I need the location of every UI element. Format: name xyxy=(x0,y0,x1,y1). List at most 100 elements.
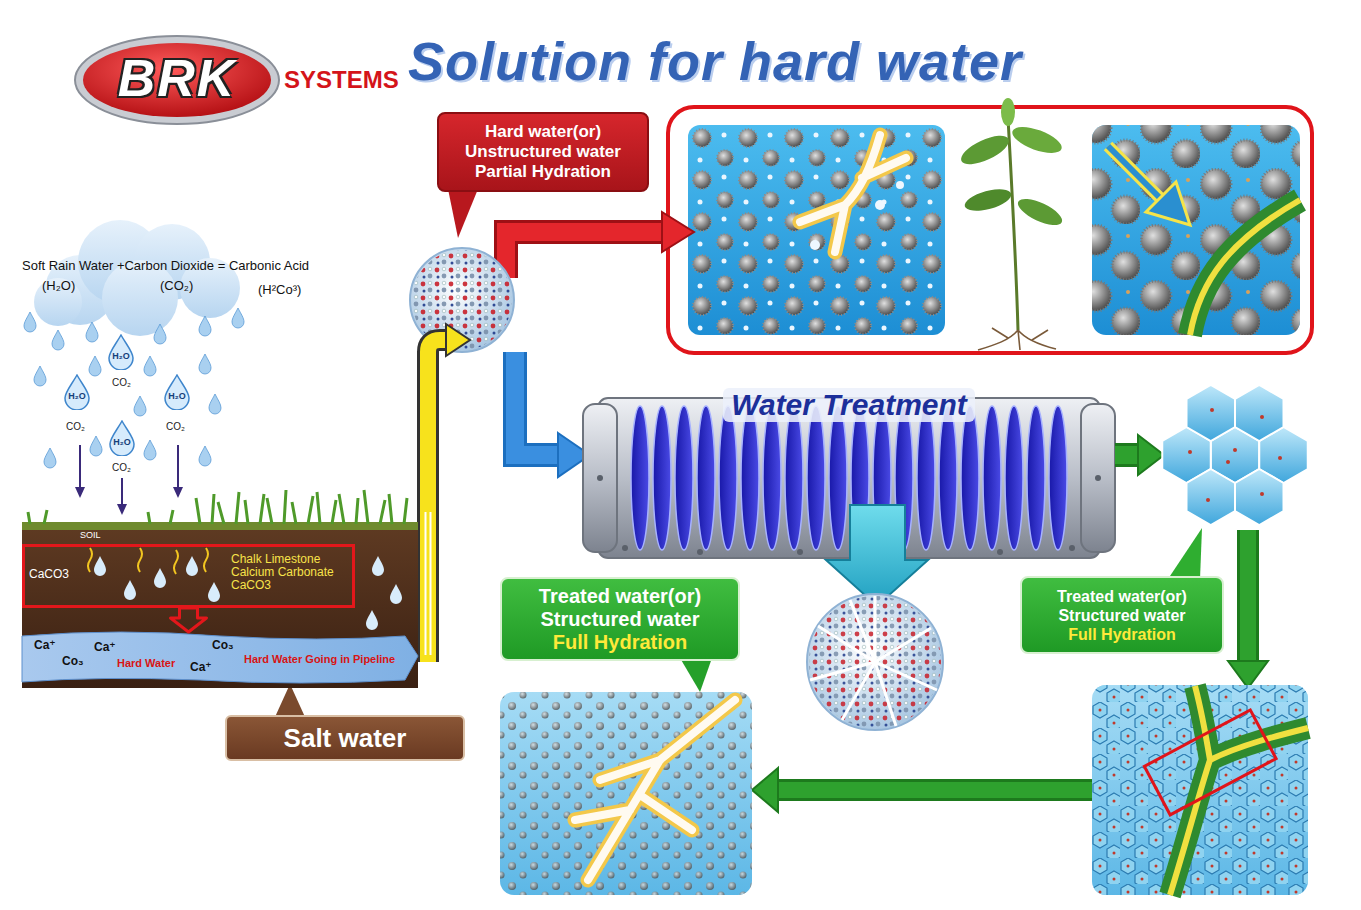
structured-molecule xyxy=(809,596,941,728)
hexagon-dots xyxy=(1210,408,1214,412)
bottom-right-panel xyxy=(1092,685,1308,895)
soil xyxy=(154,568,166,588)
pipeline-stream: Ca⁺Co₃Ca⁺Hard WaterCa⁺Co₃Hard Water Goin… xyxy=(22,632,418,680)
soil xyxy=(22,528,418,688)
node-text: CaCO3 xyxy=(29,567,69,581)
treatment-device xyxy=(741,406,759,550)
down-arrows xyxy=(117,504,127,515)
top-panel xyxy=(688,125,945,335)
logo-badge xyxy=(75,36,279,124)
treatment-device xyxy=(1027,406,1045,550)
soil xyxy=(22,490,418,688)
node-text: BRK xyxy=(78,48,276,108)
node-text: (H₂O) xyxy=(42,278,75,293)
node-text: (CO₂) xyxy=(160,278,193,293)
structured-molecule xyxy=(807,594,943,730)
drop-outline xyxy=(165,375,189,410)
hexagon-cluster xyxy=(1187,385,1236,441)
bottom-left-panel xyxy=(500,692,752,895)
top-panel xyxy=(668,98,1312,353)
node-text: Treated water(or) Structured water xyxy=(510,585,730,631)
red-arrow xyxy=(506,232,665,278)
callout-tails xyxy=(680,658,712,692)
soil xyxy=(28,490,407,524)
top-panel xyxy=(957,130,1013,170)
soil xyxy=(366,610,378,630)
down-arrows xyxy=(79,445,81,488)
hexagon-dots xyxy=(1188,408,1282,502)
limestone-layer: CaCO3Chalk Limestone Calcium Carbonate C… xyxy=(22,544,355,608)
treatment-device xyxy=(785,406,803,550)
top-panel xyxy=(1092,125,1300,335)
treatment-device xyxy=(1049,406,1067,550)
top-panel xyxy=(875,200,885,210)
hexagon-dots xyxy=(1226,460,1230,464)
flow-arrow xyxy=(171,608,207,632)
hexagon-cluster xyxy=(1235,385,1284,441)
bottom-left-panel xyxy=(500,692,752,895)
treatment-device xyxy=(597,475,603,481)
treatment-device xyxy=(917,406,935,550)
node-text: H₂O xyxy=(113,437,131,448)
drop-outline xyxy=(110,421,134,456)
green-arrows xyxy=(1138,435,1164,475)
red-arrow xyxy=(662,212,694,252)
green-arrows xyxy=(776,782,1092,798)
green-arrows xyxy=(752,768,778,812)
red-arrow xyxy=(506,212,694,278)
drop-outline xyxy=(65,375,89,410)
top-panel xyxy=(1108,146,1162,200)
text-label: CO₂ xyxy=(112,377,131,389)
green-arrows xyxy=(1115,443,1140,467)
logo-badge: BRK SYSTEMS xyxy=(78,38,408,124)
treatment-device xyxy=(983,406,1001,550)
red-arrow xyxy=(506,232,665,278)
yellow-arrow xyxy=(428,340,448,662)
blue-arrow xyxy=(515,352,590,477)
top-panel xyxy=(1001,98,1015,126)
yellow-arrow xyxy=(428,324,470,662)
top-panel xyxy=(810,240,820,250)
callout-box: Salt water xyxy=(225,715,465,761)
green-arrows xyxy=(1228,661,1268,688)
node-text: H₂O xyxy=(68,391,86,402)
treatment-device xyxy=(763,406,781,550)
rain-drops xyxy=(134,396,146,416)
text-label: CO₂ xyxy=(112,462,131,474)
green-arrows xyxy=(1237,530,1259,663)
text-label: (H²Co³) xyxy=(258,282,301,297)
structured-molecule xyxy=(810,596,937,726)
node-text: SYSTEMS xyxy=(284,66,399,94)
treatment-device xyxy=(1005,406,1023,550)
treatment-device xyxy=(719,406,737,550)
hexagon-cluster xyxy=(1162,385,1308,525)
rain-drops xyxy=(90,436,102,456)
rain-drops xyxy=(199,354,211,374)
treatment-device: Water Treatment xyxy=(583,386,1115,562)
rain-drops xyxy=(209,394,221,414)
hexagon-dots xyxy=(1278,456,1282,460)
top-panel xyxy=(896,181,904,189)
treatment-device xyxy=(939,406,957,550)
callout-tails xyxy=(1168,528,1202,579)
down-arrows xyxy=(177,445,179,488)
node-text: Ca⁺ xyxy=(94,640,116,654)
blue-arrow xyxy=(515,352,560,455)
text-label: CO₂ xyxy=(66,421,85,433)
treatment-device xyxy=(622,545,628,551)
top-panel xyxy=(978,328,1056,350)
treatment-device xyxy=(653,406,671,550)
top-panel xyxy=(1009,122,1065,159)
bottom-left-panel xyxy=(500,692,752,895)
yellow-arrow xyxy=(427,512,430,655)
yellow-arrow xyxy=(425,512,432,655)
soil xyxy=(124,580,136,600)
top-panel xyxy=(1008,118,1018,330)
logo-badge xyxy=(75,36,279,124)
treatment-device xyxy=(797,549,803,555)
top-panel xyxy=(1108,146,1162,200)
treatment-device xyxy=(997,549,1003,555)
bottom-right-panel xyxy=(1092,685,1308,895)
treatment-device xyxy=(807,406,825,550)
